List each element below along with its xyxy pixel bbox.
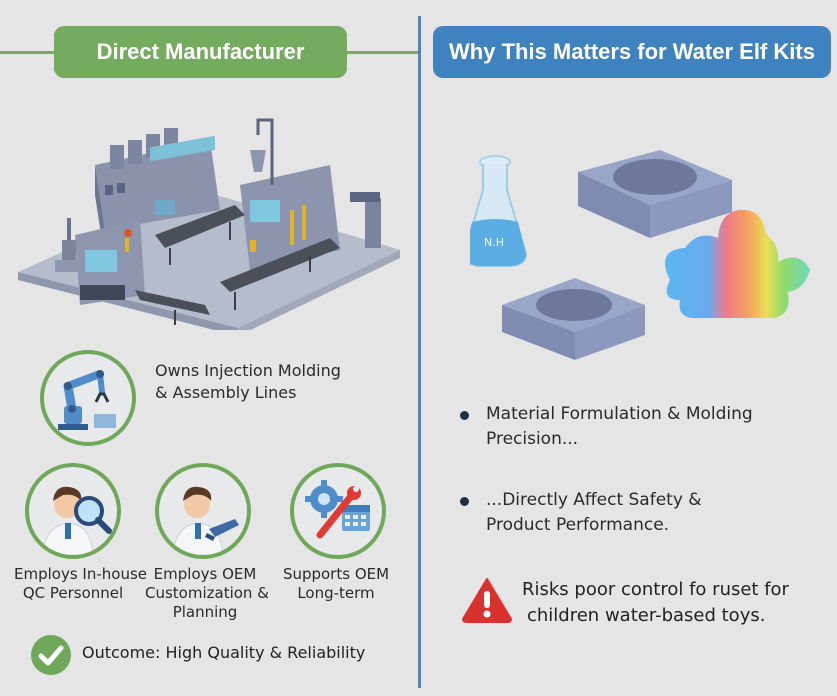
right-connector-line [345,51,419,54]
oem-customization-caption: Employs OEM Customization & Planning [145,565,269,622]
oem-customization-circle [155,463,251,559]
bullet-line: Material Formulation & Molding [486,404,753,424]
warning-line: Risks poor control fo ruset for [522,579,789,600]
direct-manufacturer-title: Direct Manufacturer [96,39,305,64]
mold-tray-icon [502,278,645,360]
bullet-dot-icon [460,497,469,506]
robotic-arm-circle [40,350,136,446]
gear-wrench-calendar-icon [305,480,370,539]
direct-manufacturer-header: Direct Manufacturer [54,26,347,78]
panel-divider [418,16,421,688]
bullet-line: ...Directly Affect Safety & [486,490,702,510]
qc-inspector-magnifier-icon [42,486,112,555]
caption-line: Employs In-house [14,565,147,583]
svg-text:N.H: N.H [484,236,504,249]
feature-line: & Assembly Lines [155,383,297,402]
caption-line: QC Personnel [22,584,124,602]
qc-personnel-caption: Employs In-house QC Personnel [14,565,147,603]
rainbow-gel-figure-icon [665,209,810,319]
bullet-line: Product Performance. [486,515,670,535]
checkmark-circle-icon [31,635,71,675]
caption-line: Long-term [297,584,375,602]
injection-molding-feature-text: Owns Injection Molding & Assembly Lines [155,360,341,404]
oem-long-term-caption: Supports OEM Long-term [276,565,396,603]
caption-line: Employs OEM [153,565,257,583]
why-this-matters-title: Why This Matters for Water Elf Kits [449,39,815,64]
caption-line: Customization & [145,584,269,602]
outcome-text: Outcome: High Quality & Reliability [82,643,366,662]
warning-triangle-icon [462,578,512,623]
feature-line: Owns Injection Molding [155,361,341,380]
factory-illustration [18,118,400,330]
bullet-line: Precision... [486,429,579,449]
robotic-arm-icon [58,370,116,430]
mold-tray-icon [578,150,732,238]
left-connector-line [0,51,56,54]
chemistry-flask-icon: N.H [470,155,528,267]
why-this-matters-header: Why This Matters for Water Elf Kits [433,26,831,78]
warning-line: children water-based toys. [527,605,766,626]
bullet-dot-icon [460,411,469,420]
caption-line: Planning [172,603,238,621]
caption-line: Supports OEM [282,565,390,583]
materials-illustration: N.H [470,150,810,360]
oem-long-term-circle [290,463,386,559]
engineer-laptop-icon [172,486,239,555]
warning-text: Risks poor control fo ruset for children… [522,577,789,629]
qc-personnel-circle [25,463,121,559]
